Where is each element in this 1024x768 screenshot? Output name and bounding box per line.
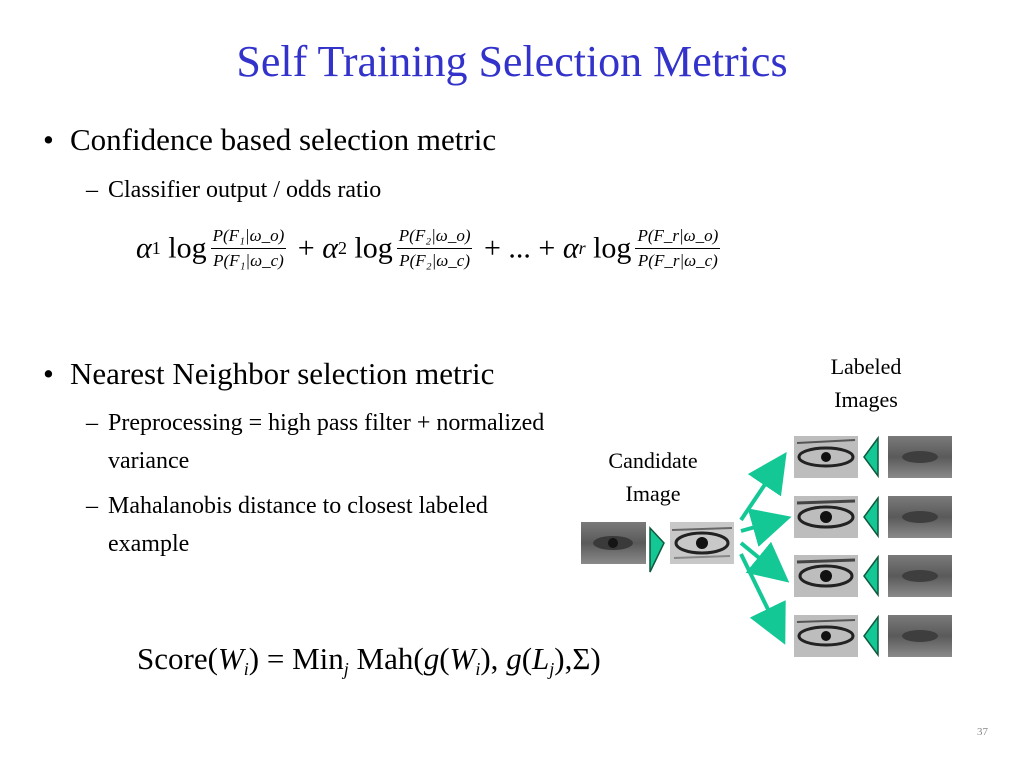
w-var: W <box>449 641 476 676</box>
log-op: log <box>354 231 393 265</box>
score-formula: Score(Wi) = Minj Mah(g(Wi), g(Lj),Σ) <box>137 641 601 679</box>
equals: = <box>266 641 285 676</box>
fraction-denominator: P(F_r|ω_c) <box>637 251 718 270</box>
slide-title: Self Training Selection Metrics <box>236 37 788 86</box>
j-sub: j <box>549 659 555 679</box>
score-text: Score <box>137 641 208 676</box>
dash: – <box>86 493 98 519</box>
bullet-text: Nearest Neighbor selection metric <box>70 356 495 391</box>
dash: – <box>86 410 98 436</box>
bullet-dot: • <box>43 356 54 391</box>
plus-op: + <box>297 231 315 265</box>
i-sub: i <box>243 659 249 679</box>
labeled-row-2 <box>794 495 952 539</box>
candidate-raw-image <box>581 522 646 564</box>
bullet-text: Confidence based selection metric <box>70 122 497 157</box>
fraction-numerator: P(F₁|ω_o) <box>210 226 287 249</box>
alpha-sub: r <box>578 238 586 258</box>
fan-arrow <box>739 541 790 583</box>
log-op: log <box>168 231 207 265</box>
fan-arrow <box>740 508 792 547</box>
alpha-symbol: α <box>562 231 579 265</box>
l-var: L <box>532 641 550 676</box>
candidate-arrow <box>649 526 665 573</box>
g-func: g <box>506 641 522 676</box>
alpha-sub: 2 <box>337 238 347 258</box>
ellipsis: + ... + <box>483 231 556 265</box>
caption-line: Candidate <box>608 448 698 473</box>
fraction-denominator: P(F₁|ω_c) <box>213 251 284 270</box>
i-sub: i <box>475 659 481 679</box>
odds-ratio-formula: α1 log P(F₁|ω_o) P(F₁|ω_c) + α2 log P(F₂… <box>136 226 724 286</box>
fan-arrow <box>739 452 787 522</box>
fraction-denominator: P(F₂|ω_c) <box>399 251 470 270</box>
labeled-images-caption: Labeled Images <box>796 350 936 416</box>
fraction-1: P(F₁|ω_o) P(F₁|ω_c) <box>210 226 287 271</box>
fan-arrow <box>739 553 786 645</box>
g-func: g <box>423 641 440 676</box>
sub-bullet-preprocessing: – Preprocessing = high pass filter + nor… <box>86 404 548 480</box>
min-op: Min <box>292 641 344 676</box>
sub-bullet-text: Classifier output / odds ratio <box>108 177 382 203</box>
caption-line: Image <box>625 481 681 506</box>
labeled-row-4 <box>794 614 952 658</box>
alpha-sub: 1 <box>151 238 161 258</box>
candidate-image-caption: Candidate Image <box>583 444 723 510</box>
alpha-symbol: α <box>322 231 338 265</box>
alpha-symbol: α <box>136 231 152 265</box>
bullet-confidence: • Confidence based selection metric <box>43 122 497 158</box>
j-sub: j <box>343 659 349 679</box>
slide-number: 37 <box>977 726 988 738</box>
labeled-row-3 <box>794 554 952 598</box>
sub-bullet-mahalanobis: – Mahalanobis distance to closest labele… <box>86 487 528 563</box>
bullet-dot: • <box>43 122 54 157</box>
sub-bullet-odds: – Classifier output / odds ratio <box>86 171 382 209</box>
log-op: log <box>593 231 632 265</box>
fraction-numerator: P(F_r|ω_o) <box>635 226 721 249</box>
caption-line: Labeled <box>830 354 902 379</box>
bullet-nearest-neighbor: • Nearest Neighbor selection metric <box>43 356 495 392</box>
mah-op: Mah <box>356 641 414 676</box>
sigma-symbol: Σ <box>572 641 591 676</box>
caption-line: Images <box>834 387 898 412</box>
fraction-numerator: P(F₂|ω_o) <box>396 226 473 249</box>
candidate-processed-image <box>670 522 734 564</box>
w-var: W <box>217 641 244 676</box>
dash: – <box>86 177 98 203</box>
sub-bullet-text: Preprocessing = high pass filter + norma… <box>108 410 545 474</box>
labeled-row-1 <box>794 435 952 479</box>
fraction-r: P(F_r|ω_o) P(F_r|ω_c) <box>635 226 721 271</box>
sub-bullet-text: Mahalanobis distance to closest labeled … <box>108 493 488 557</box>
fraction-2: P(F₂|ω_o) P(F₂|ω_c) <box>396 226 473 271</box>
